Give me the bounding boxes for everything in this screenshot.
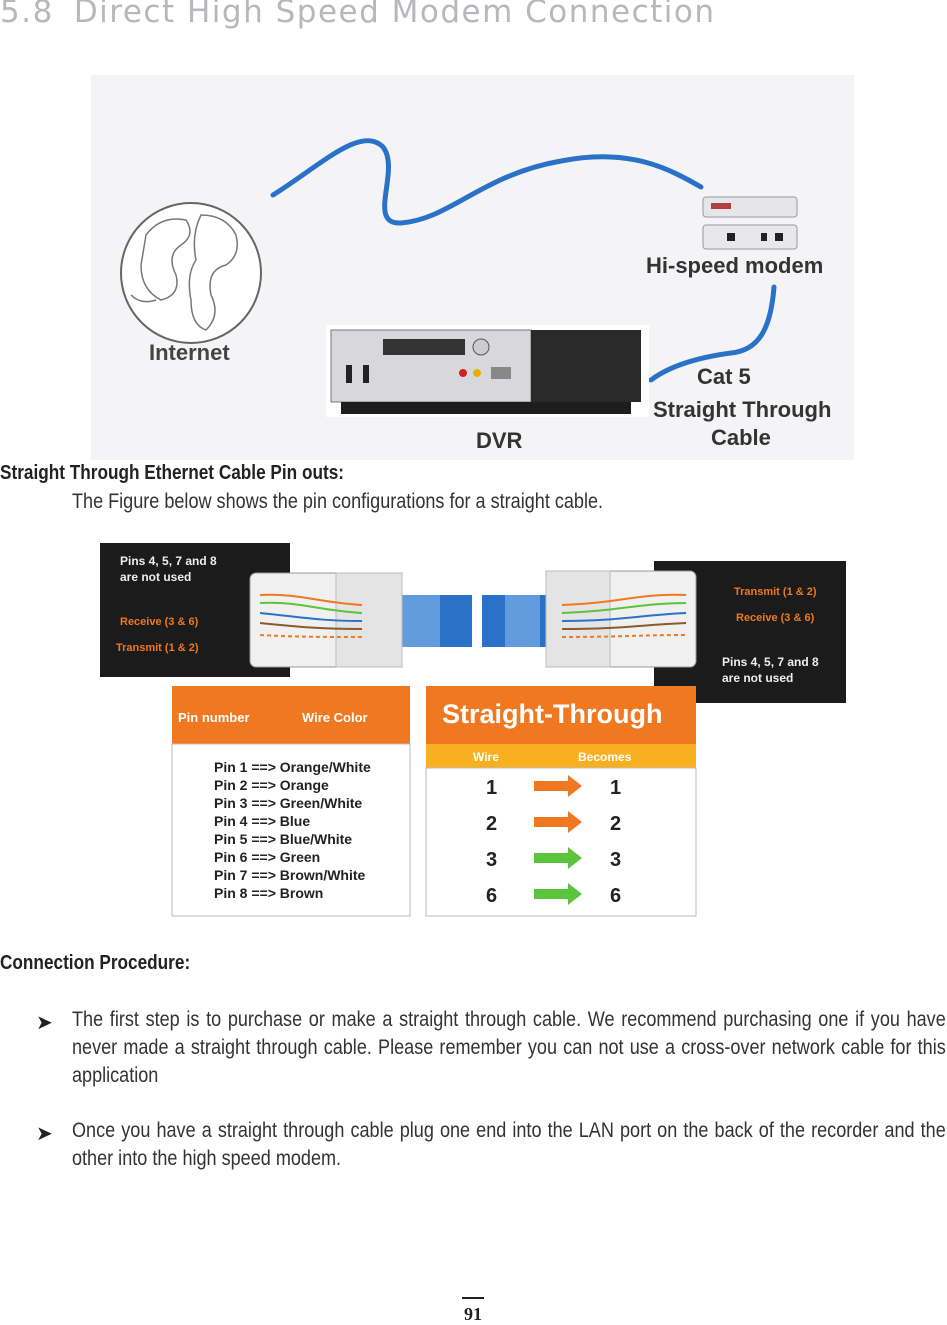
pin-table-header-pin: Pin number: [178, 710, 250, 725]
modem-label: Hi-speed modem: [646, 253, 823, 278]
wire-number: 2: [486, 813, 497, 835]
modem-icon: [702, 196, 798, 250]
right-arrow-icon: [534, 811, 582, 833]
network-diagram: Internet Hi-speed modem DVR Cat 5 Straig…: [91, 75, 854, 460]
right-arrow-icon: [534, 883, 582, 905]
pin-row: Pin 1 ==> Orange/White: [214, 759, 371, 775]
bullet-arrow-icon: ➤: [36, 1123, 53, 1145]
right-arrow-icon: [534, 775, 582, 797]
dvr-label: DVR: [476, 428, 523, 453]
pin-row: Pin 7 ==> Brown/White: [214, 867, 366, 883]
procedure-step-2: Once you have a straight through cable p…: [72, 1119, 946, 1170]
straight-through-title: Straight-Through: [442, 699, 662, 729]
pin-row: Pin 4 ==> Blue: [214, 813, 310, 829]
dvr-icon: [326, 325, 649, 417]
wire-number: 1: [486, 777, 497, 799]
becomes-number: 2: [610, 813, 621, 835]
wire-number: 3: [486, 849, 497, 871]
procedure-step-1: The first step is to purchase or make a …: [72, 1008, 946, 1087]
left-transmit-label: Transmit (1 & 2): [116, 642, 199, 654]
bullet-arrow-icon: ➤: [36, 1012, 53, 1034]
left-note-line2: are not used: [120, 570, 191, 584]
becomes-number: 3: [610, 849, 621, 871]
section-heading: 5.8 Direct High Speed Modem Connection: [0, 0, 716, 30]
pin-table-header-color: Wire Color: [302, 710, 368, 725]
pinouts-description: The Figure below shows the pin configura…: [72, 490, 604, 513]
right-transmit-label: Transmit (1 & 2): [734, 586, 817, 598]
pin-row: Pin 8 ==> Brown: [214, 885, 323, 901]
pin-color-table: Pin number Wire Color Pin 1 ==> Orange/W…: [171, 686, 411, 917]
ethernet-cable-icon: [249, 570, 697, 668]
cable-label-line3: Cable: [711, 425, 771, 450]
globe-icon: [120, 202, 262, 344]
straight-header-wire: Wire: [473, 750, 499, 764]
footer-rule: [462, 1297, 484, 1299]
cat5-cable-line: [648, 284, 777, 383]
internet-connection-line: [270, 138, 704, 226]
pinout-diagram: Pins 4, 5, 7 and 8 are not used Receive …: [100, 543, 846, 918]
left-receive-label: Receive (3 & 6): [120, 616, 199, 628]
cable-label-line1: Cat 5: [697, 364, 751, 389]
pin-row: Pin 6 ==> Green: [214, 849, 320, 865]
section-title: Direct High Speed Modem Connection: [73, 0, 716, 30]
right-receive-label: Receive (3 & 6): [736, 612, 815, 624]
becomes-number: 6: [610, 885, 621, 907]
left-note-line1: Pins 4, 5, 7 and 8: [120, 554, 217, 568]
pinouts-heading: Straight Through Ethernet Cable Pin outs…: [0, 462, 344, 484]
becomes-number: 1: [610, 777, 621, 799]
section-number: 5.8: [0, 0, 54, 30]
page-number: 91: [464, 1304, 482, 1324]
right-note-line2: are not used: [722, 671, 793, 685]
straight-header-becomes: Becomes: [578, 750, 632, 764]
pin-row: Pin 3 ==> Green/White: [214, 795, 362, 811]
pin-row: Pin 2 ==> Orange: [214, 777, 329, 793]
pin-row: Pin 5 ==> Blue/White: [214, 831, 352, 847]
cable-label-line2: Straight Through: [653, 397, 831, 422]
internet-label: Internet: [149, 340, 230, 365]
right-arrow-icon: [534, 847, 582, 869]
right-note-line1: Pins 4, 5, 7 and 8: [722, 655, 819, 669]
procedure-heading: Connection Procedure:: [0, 952, 191, 974]
wire-number: 6: [486, 885, 497, 907]
straight-through-table: Straight-Through Wire Becomes 1 1 2 2 3 3 6 6: [425, 686, 697, 917]
